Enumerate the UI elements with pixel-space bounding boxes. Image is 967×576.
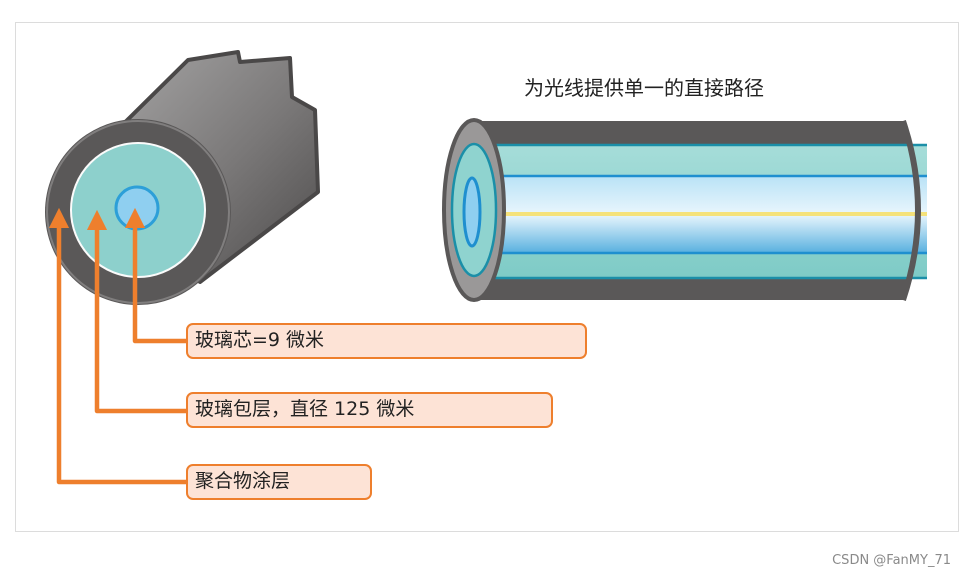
cladding-label: 玻璃包层，直径 125 微米 bbox=[186, 392, 553, 428]
cable-cross-section bbox=[45, 50, 320, 305]
fiber-right-end bbox=[900, 120, 921, 301]
coating-label: 聚合物涂层 bbox=[186, 464, 372, 500]
pointer-arrows bbox=[48, 207, 188, 485]
core-arrow bbox=[124, 207, 188, 344]
cladding-arrow bbox=[86, 209, 188, 414]
coating-rim-highlight bbox=[46, 120, 230, 304]
diagram-title: 为光线提供单一的直接路径 bbox=[524, 76, 764, 100]
core-label: 玻璃芯=9 微米 bbox=[186, 323, 587, 359]
coating-arrow bbox=[48, 207, 188, 485]
fiber-end-core bbox=[462, 176, 482, 248]
watermark: CSDN @FanMY_71 bbox=[832, 553, 951, 568]
fiber-side-view bbox=[442, 118, 927, 302]
